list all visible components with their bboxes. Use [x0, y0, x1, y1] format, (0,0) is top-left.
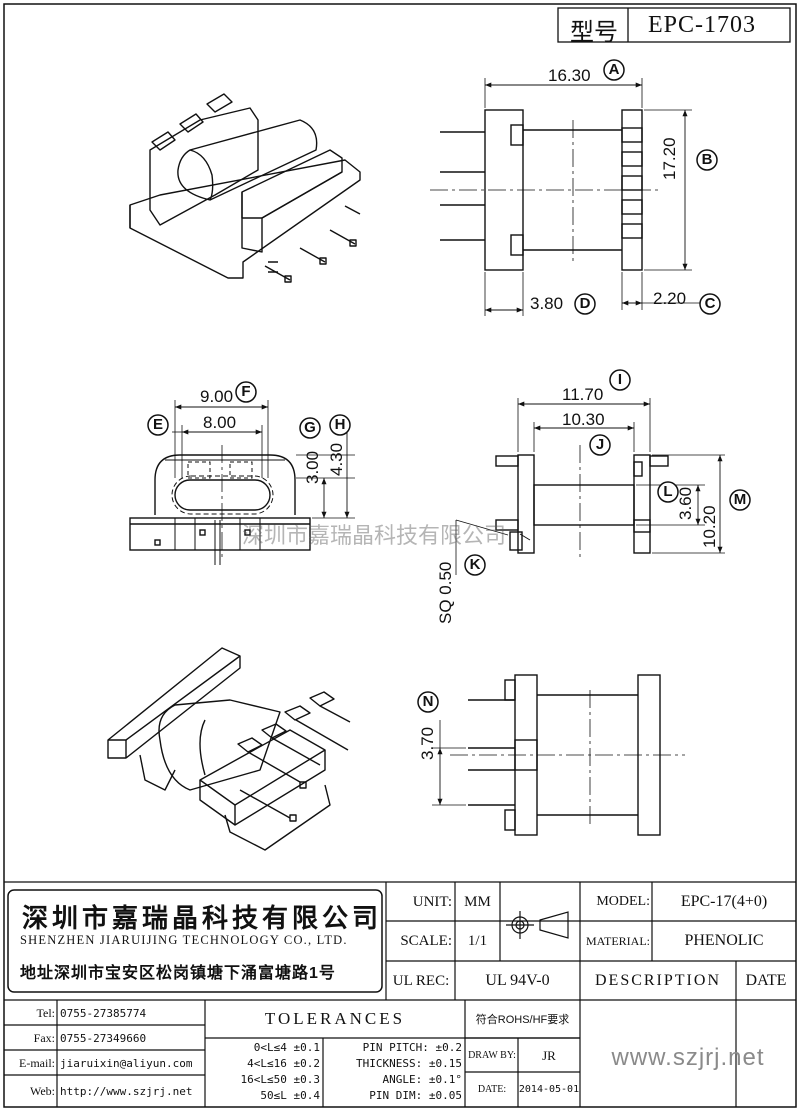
dim-b-tag: B — [701, 151, 713, 168]
drawby-label: DRAW BY: — [468, 1050, 516, 1061]
material-value: PHENOLIC — [684, 932, 764, 949]
dim-d-value: 3.80 — [530, 294, 564, 313]
angle: ANGLE: ±0.1° — [382, 1073, 462, 1086]
web-value: http://www.szjrj.net — [60, 1084, 193, 1098]
side-view — [455, 398, 725, 575]
scale-value: 1/1 — [467, 932, 488, 949]
pin-dim: PIN DIM: ±0.05 — [369, 1089, 462, 1102]
rohs-note: 符合ROHS/HF要求 — [475, 1014, 570, 1026]
email-label: E-mail: — [19, 1055, 55, 1070]
dim-j-value: 10.30 — [562, 410, 605, 429]
dim-f-tag: F — [241, 383, 251, 400]
top-view — [430, 78, 700, 316]
email-value: jiaruixin@aliyun.com — [60, 1056, 193, 1070]
header-model-box — [557, 7, 791, 43]
dim-n-value: 3.70 — [418, 726, 437, 760]
projection-symbol-icon — [506, 911, 569, 939]
pin-pitch: PIN PITCH: ±0.2 — [362, 1041, 462, 1054]
dim-c-value: 2.20 — [653, 289, 687, 308]
scale-label: SCALE: — [400, 932, 452, 949]
fax-value: 0755-27349660 — [60, 1031, 147, 1045]
unit-value: MM — [464, 893, 491, 910]
dim-d-tag: D — [579, 295, 591, 312]
company-name-en: SHENZHEN JIARUIJING TECHNOLOGY CO., LTD. — [20, 933, 348, 947]
model-value: EPC-17(4+0) — [680, 893, 768, 910]
model-label: MODEL: — [596, 894, 650, 909]
dim-k-tag: K — [469, 556, 481, 573]
dim-m-value: 10.20 — [700, 505, 719, 548]
header-model-value: EPC-1703 — [648, 12, 757, 38]
tel-value: 0755-27385774 — [60, 1006, 147, 1020]
watermark: 深圳市嘉瑞晶科技有限公司 — [242, 523, 507, 548]
dimension-tag-circles — [147, 59, 751, 713]
dim-l-value: 3.60 — [676, 486, 695, 520]
dim-g-tag: G — [304, 419, 316, 436]
header-model-label: 型号 — [570, 20, 618, 46]
dim-c-tag: C — [704, 295, 716, 312]
company-address: 地址深圳市宝安区松岗镇塘下涌富塘路1号 — [20, 965, 336, 982]
dim-b-value: 17.20 — [660, 137, 679, 180]
front-view — [129, 400, 355, 565]
dim-m-tag: M — [733, 491, 747, 508]
dim-i-value: 11.70 — [562, 385, 604, 404]
dim-f-value: 9.00 — [200, 387, 234, 406]
dim-h-tag: H — [334, 416, 346, 433]
isometric-view-bottom — [107, 647, 351, 851]
page-frame — [3, 3, 797, 1108]
drawby-value: JR — [542, 1047, 556, 1063]
description-label: DESCRIPTION — [594, 972, 721, 989]
dim-k-value: SQ 0.50 — [436, 561, 455, 624]
dim-n-tag: N — [422, 693, 434, 710]
date-label: DATE — [745, 972, 787, 989]
web-label: Web: — [29, 1083, 55, 1098]
ulrec-label: UL REC: — [392, 972, 450, 989]
tolerance-1: 0<L≤4 ±0.1 — [253, 1041, 320, 1054]
dim-e-value: 8.00 — [203, 413, 237, 432]
dim-i-tag: I — [617, 371, 623, 388]
bottom-view — [432, 674, 685, 836]
tolerance-3: 16<L≤50 ±0.3 — [240, 1073, 320, 1086]
isometric-view-top — [129, 93, 361, 283]
dim-h-value: 4.30 — [327, 442, 346, 476]
material-label: MATERIAL: — [586, 933, 650, 948]
thickness: THICKNESS: ±0.15 — [356, 1057, 462, 1070]
date-row-value: 2014-05-01 — [518, 1084, 580, 1095]
dim-a-value: 16.30 — [548, 66, 591, 85]
date-row-label: DATE: — [477, 1084, 507, 1095]
dim-g-value: 3.00 — [303, 450, 322, 484]
dim-l-tag: L — [663, 483, 673, 500]
tolerance-2: 4<L≤16 ±0.2 — [247, 1057, 320, 1070]
dim-j-tag: J — [595, 436, 605, 453]
tolerance-4: 50≤L ±0.4 — [260, 1089, 320, 1102]
tel-label: Tel: — [36, 1005, 56, 1020]
company-name-cn: 深圳市嘉瑞晶科技有限公司 — [22, 903, 383, 933]
dim-e-tag: E — [152, 416, 163, 433]
website-watermark: www.szjrj.net — [611, 1044, 765, 1071]
dim-a-tag: A — [608, 61, 620, 78]
unit-label: UNIT: — [412, 893, 452, 910]
title-block-grid — [4, 881, 796, 1107]
tolerances-label: TOLERANCES — [264, 1009, 406, 1028]
ulrec-value: UL 94V-0 — [485, 972, 550, 989]
fax-label: Fax: — [33, 1030, 55, 1045]
